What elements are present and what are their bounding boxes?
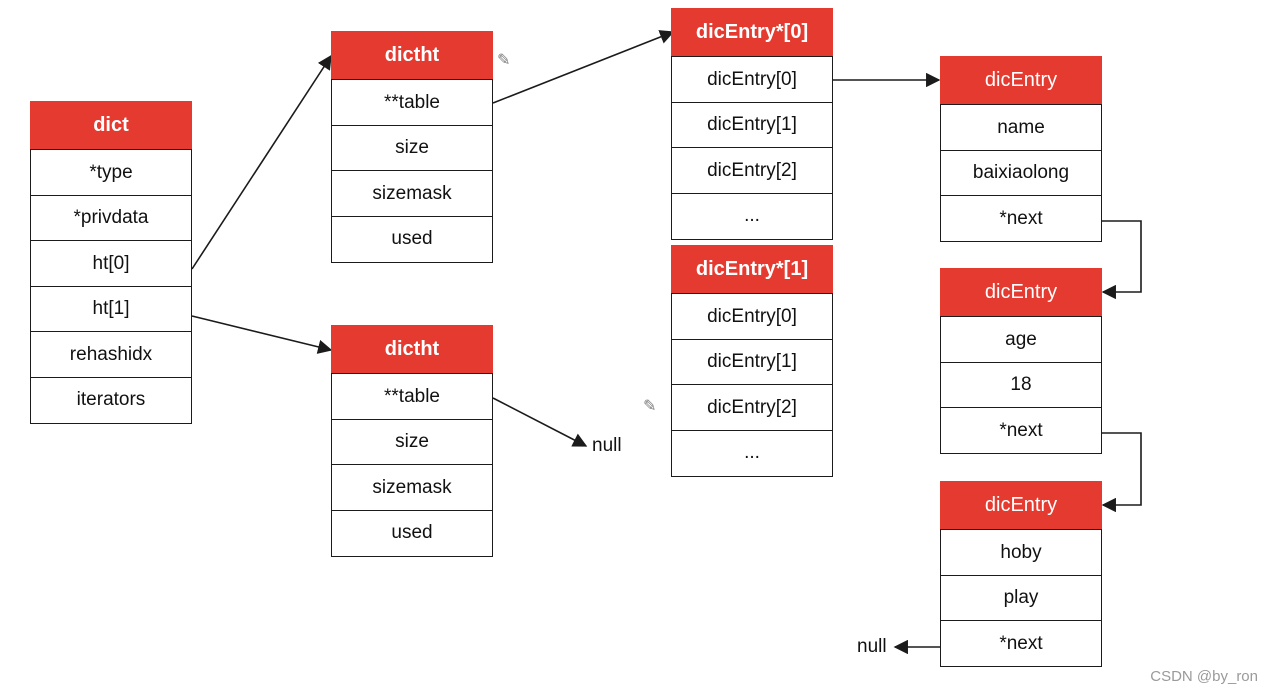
bucket-1-array: dicEntry*[1] dicEntry[0] dicEntry[1] dic… bbox=[671, 245, 833, 477]
arrow-next-to-entry2 bbox=[1101, 220, 1142, 300]
arrow-next-to-entry3 bbox=[1101, 432, 1142, 513]
null-label-table: null bbox=[592, 435, 622, 456]
entry-3-value: play bbox=[940, 574, 1102, 622]
dict-field-type: *type bbox=[30, 149, 192, 196]
entry-2-struct: dicEntry age 18 *next bbox=[940, 268, 1102, 454]
arrow-table-to-null bbox=[492, 397, 588, 447]
bucket-0-array: dicEntry*[0] dicEntry[0] dicEntry[1] dic… bbox=[671, 8, 833, 240]
dictht-1-field-table: **table bbox=[331, 373, 493, 420]
entry-3-key: hoby bbox=[940, 529, 1102, 576]
bucket-1-slot-2: dicEntry[2] bbox=[671, 384, 833, 431]
entry-2-title: dicEntry bbox=[940, 268, 1102, 316]
bucket-1-slot-0: dicEntry[0] bbox=[671, 293, 833, 340]
arrow-ht1-to-dictht1 bbox=[191, 315, 333, 354]
dict-field-iterators: iterators bbox=[30, 376, 192, 424]
bucket-1-slot-1: dicEntry[1] bbox=[671, 338, 833, 386]
bucket-1-slot-more: ... bbox=[671, 429, 833, 477]
dictht-1-title: dictht bbox=[331, 325, 493, 373]
dictht-0-field-used: used bbox=[331, 215, 493, 263]
arrow-table-to-bucket0 bbox=[492, 30, 675, 104]
bucket-0-slot-1: dicEntry[1] bbox=[671, 101, 833, 149]
bucket-0-slot-0: dicEntry[0] bbox=[671, 56, 833, 103]
entry-3-next: *next bbox=[940, 620, 1102, 667]
bucket-0-slot-more: ... bbox=[671, 192, 833, 240]
arrow-ht0-to-dictht0 bbox=[191, 54, 332, 270]
bucket-0-slot-2: dicEntry[2] bbox=[671, 147, 833, 194]
null-label-next: null bbox=[857, 636, 887, 657]
pencil-icon[interactable]: ✎ bbox=[497, 52, 511, 69]
dict-struct: dict *type *privdata ht[0] ht[1] rehashi… bbox=[30, 101, 192, 424]
dict-field-privdata: *privdata bbox=[30, 194, 192, 242]
entry-3-struct: dicEntry hoby play *next bbox=[940, 481, 1102, 667]
dictht-1-field-size: size bbox=[331, 418, 493, 466]
entry-2-value: 18 bbox=[940, 361, 1102, 409]
dictht-1-field-used: used bbox=[331, 509, 493, 557]
entry-1-next: *next bbox=[940, 195, 1102, 242]
entry-1-title: dicEntry bbox=[940, 56, 1102, 104]
dict-field-ht1: ht[1] bbox=[30, 285, 192, 333]
watermark: CSDN @by_ron bbox=[1150, 668, 1258, 685]
dictht-0-field-table: **table bbox=[331, 79, 493, 126]
entry-2-next: *next bbox=[940, 407, 1102, 454]
bucket-1-title: dicEntry*[1] bbox=[671, 245, 833, 293]
bucket-0-title: dicEntry*[0] bbox=[671, 8, 833, 56]
entry-3-title: dicEntry bbox=[940, 481, 1102, 529]
entry-1-struct: dicEntry name baixiaolong *next bbox=[940, 56, 1102, 242]
dictht-0-struct: dictht **table size sizemask used bbox=[331, 31, 493, 263]
dictht-1-field-sizemask: sizemask bbox=[331, 464, 493, 511]
dictht-0-title: dictht bbox=[331, 31, 493, 79]
entry-2-key: age bbox=[940, 316, 1102, 363]
entry-1-value: baixiaolong bbox=[940, 149, 1102, 197]
dictht-1-struct: dictht **table size sizemask used bbox=[331, 325, 493, 557]
dict-title: dict bbox=[30, 101, 192, 149]
dict-field-ht0: ht[0] bbox=[30, 240, 192, 287]
dict-field-rehashidx: rehashidx bbox=[30, 331, 192, 378]
dictht-0-field-size: size bbox=[331, 124, 493, 172]
entry-1-key: name bbox=[940, 104, 1102, 151]
dictht-0-field-sizemask: sizemask bbox=[331, 170, 493, 217]
pencil-icon[interactable]: ✎ bbox=[643, 398, 657, 415]
